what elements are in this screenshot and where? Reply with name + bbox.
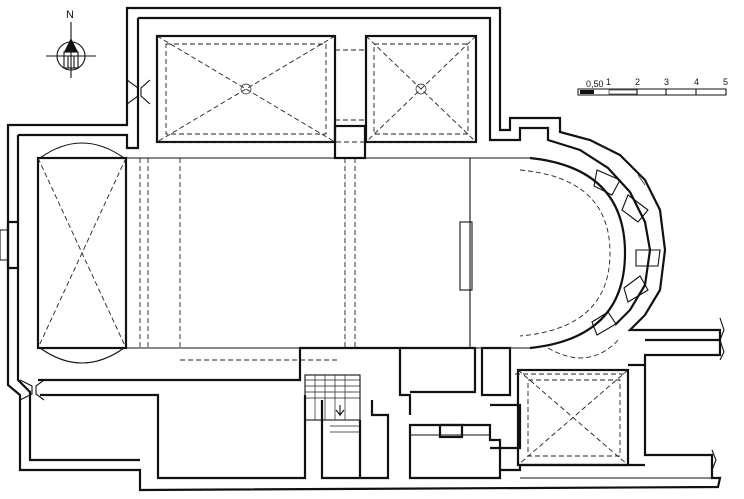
scale-label-3: 3 [664, 77, 669, 87]
south-west-doorway [19, 379, 45, 401]
north-chapels [155, 34, 478, 160]
north-west-doorway [126, 79, 151, 105]
scale-label-050: 0,50 [586, 79, 604, 89]
east-exterior-walls [645, 317, 725, 471]
outer-walls [6, 6, 722, 492]
scale-bar: 0,50 1 2 3 4 5 [577, 77, 728, 96]
north-arrow-icon: N [46, 9, 96, 78]
south-rooms [38, 337, 712, 480]
scale-label-4: 4 [694, 77, 699, 87]
nave [38, 141, 530, 361]
scale-label-1: 1 [606, 77, 611, 87]
scale-label-2: 2 [635, 77, 640, 87]
west-narthex [0, 142, 128, 364]
apse [519, 144, 661, 350]
north-label: N [66, 9, 74, 21]
scale-label-5: 5 [723, 77, 728, 87]
